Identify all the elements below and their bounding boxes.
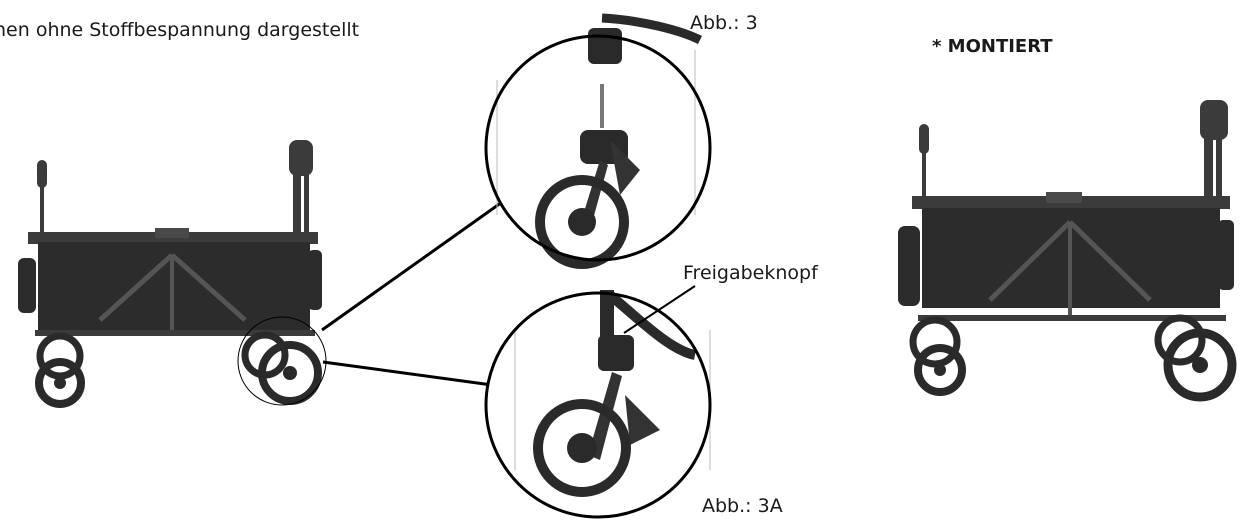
release-button-label: Freigabeknopf bbox=[683, 262, 818, 284]
release-button-pointer bbox=[623, 285, 696, 334]
wagon-right bbox=[898, 100, 1237, 402]
zoom-detail-fig3a bbox=[484, 290, 712, 519]
mounted-label: * MONTIERT bbox=[932, 36, 1053, 57]
connector-line-top bbox=[321, 198, 506, 332]
instruction-note: nen ohne Stoffbespannung dargestellt bbox=[0, 19, 360, 41]
figure-3a-label: Abb.: 3A bbox=[702, 495, 783, 517]
connector-line-bottom bbox=[322, 360, 493, 387]
wagon-left bbox=[18, 140, 322, 408]
zoom-detail-fig3 bbox=[484, 13, 712, 269]
figure-3-label: Abb.: 3 bbox=[690, 12, 758, 34]
